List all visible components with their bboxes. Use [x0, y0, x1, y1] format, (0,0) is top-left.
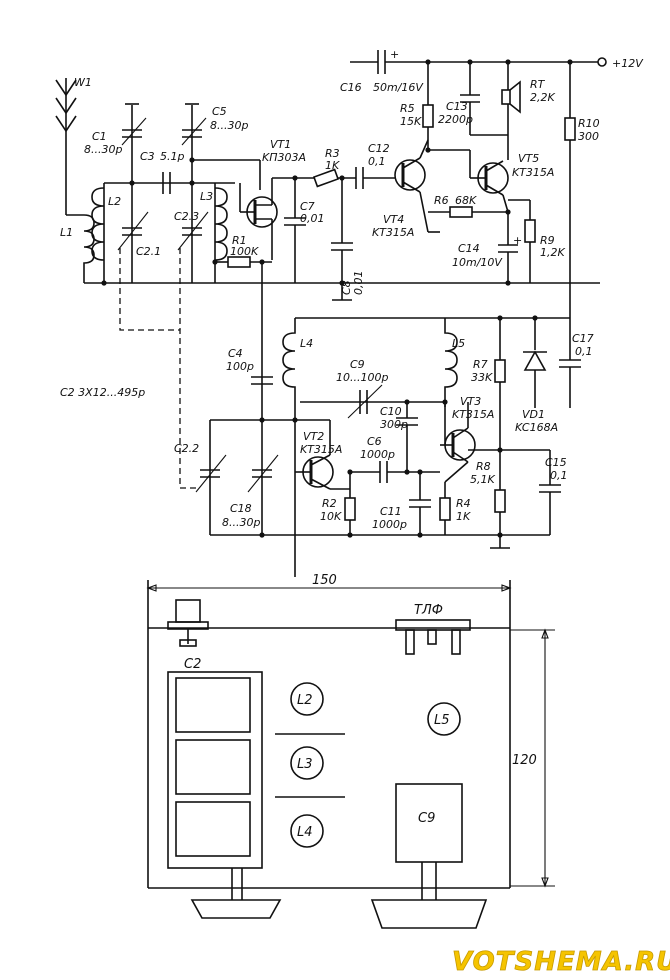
dim-height: 120	[512, 753, 537, 768]
label-c16: C16	[340, 81, 362, 94]
label-vt3-type: KT315A	[452, 408, 494, 421]
label-w1: W1	[74, 76, 92, 89]
label-r5-value: 15K	[400, 115, 422, 128]
label-c15-value: 0,1	[550, 469, 568, 482]
label-c12: C12	[368, 142, 390, 155]
layout-c9-label: C9	[418, 811, 435, 826]
label-c8: C8	[340, 280, 353, 295]
label-vt2-type: KT315A	[300, 443, 342, 456]
label-vt2: VT2	[303, 430, 324, 443]
label-r1-value: 100K	[230, 245, 259, 258]
label-r1: R1	[232, 234, 247, 247]
label-c1: C1	[92, 130, 107, 143]
layout-c2-label: C2	[184, 657, 201, 672]
label-c10: C10	[380, 405, 402, 418]
label-c4: C4	[228, 347, 243, 360]
label-r9-value: 1,2K	[540, 246, 565, 259]
label-c3-value: 5.1p	[160, 150, 184, 163]
label-r10-value: 300	[578, 130, 599, 143]
label-vd1: VD1	[522, 408, 545, 421]
label-vt5-type: KT315A	[512, 166, 554, 179]
label-r9: R9	[540, 234, 555, 247]
dim-width: 150	[312, 573, 337, 588]
label-r6: R6	[434, 194, 449, 207]
label-vd1-type: KC168A	[515, 421, 558, 434]
label-vt1-type: KП303A	[262, 151, 306, 164]
label-l5: L5	[452, 337, 465, 350]
label-r8-value: 5,1K	[470, 473, 495, 486]
layout-tlf-label: TЛФ	[414, 603, 443, 618]
watermark: VOTSHEMA.RU	[452, 947, 670, 977]
label-c2-3: C2.3	[174, 210, 199, 223]
label-r10: R10	[578, 117, 600, 130]
board-layout-drawing: 150 120 C2 L2 L3 L4 L5 TЛФ C9	[146, 573, 555, 929]
label-l1: L1	[60, 226, 73, 239]
label-r4-value: 1K	[456, 510, 471, 523]
c16-plus: +	[390, 48, 399, 61]
label-r7: R7	[473, 358, 488, 371]
label-c14: C14	[458, 242, 480, 255]
junction-dots	[101, 59, 573, 538]
layout-l4-label: L4	[297, 825, 313, 840]
label-c18-value: 8...30p	[222, 516, 260, 529]
label-r7-value: 33K	[471, 371, 493, 384]
layout-l5-label: L5	[434, 713, 450, 728]
label-c5-value: 8...30p	[210, 119, 248, 132]
label-vt3: VT3	[460, 395, 481, 408]
label-c6: C6	[367, 435, 382, 448]
label-c8-value: 0,01	[352, 271, 365, 296]
label-c7: C7	[300, 200, 315, 213]
label-c10-value: 300p	[380, 418, 408, 431]
label-r8: R8	[476, 460, 491, 473]
label-c3: C3	[140, 150, 155, 163]
label-l3: L3	[200, 190, 213, 203]
label-l2: L2	[108, 195, 121, 208]
label-l4: L4	[300, 337, 313, 350]
label-c17: C17	[572, 332, 594, 345]
schematic-labels: W1 L1 L2 L3 C1 8...30p C3 5.1p C5 8...30…	[60, 57, 644, 531]
label-c13: C13	[446, 100, 468, 113]
label-vt5: VT5	[518, 152, 539, 165]
label-c12-value: 0,1	[368, 155, 386, 168]
label-c9-value: 10...100p	[336, 371, 388, 384]
layout-l2-label: L2	[297, 693, 313, 708]
label-vt1: VT1	[270, 138, 291, 151]
label-r3-value: 1K	[325, 159, 340, 172]
label-c17-value: 0,1	[575, 345, 593, 358]
label-vt4-type: KT315A	[372, 226, 414, 239]
label-c6-value: 1000p	[360, 448, 395, 461]
label-vt4: VT4	[383, 213, 404, 226]
label-rt: RT	[530, 78, 546, 91]
label-c2-note: C2 3X12...495p	[60, 386, 145, 399]
label-rt-value: 2,2K	[530, 91, 555, 104]
label-c11-value: 1000p	[372, 518, 407, 531]
label-r2: R2	[322, 497, 337, 510]
schematic-wires	[55, 50, 607, 577]
label-c14-value: 10m/10V	[452, 256, 503, 269]
label-r2-value: 10K	[320, 510, 342, 523]
label-vcc: +12V	[612, 57, 644, 70]
label-r5: R5	[400, 102, 415, 115]
label-c16-value: 50m/16V	[373, 81, 424, 94]
label-c11: C11	[380, 505, 402, 518]
label-c1-value: 8...30p	[84, 143, 122, 156]
label-c2-2: C2.2	[174, 442, 199, 455]
label-c13-value: 2200p	[438, 113, 473, 126]
label-c7-value: 0,01	[300, 212, 325, 225]
c14-plus: +	[513, 234, 522, 247]
layout-l3-label: L3	[297, 757, 313, 772]
label-c5: C5	[212, 105, 227, 118]
label-c15: C15	[545, 456, 567, 469]
label-r6-value: 68K	[455, 194, 477, 207]
label-r4: R4	[456, 497, 471, 510]
label-c4-value: 100p	[226, 360, 254, 373]
label-r3: R3	[325, 147, 340, 160]
label-c9: C9	[350, 358, 365, 371]
label-c18: C18	[230, 502, 252, 515]
label-c2-1: C2.1	[136, 245, 161, 258]
